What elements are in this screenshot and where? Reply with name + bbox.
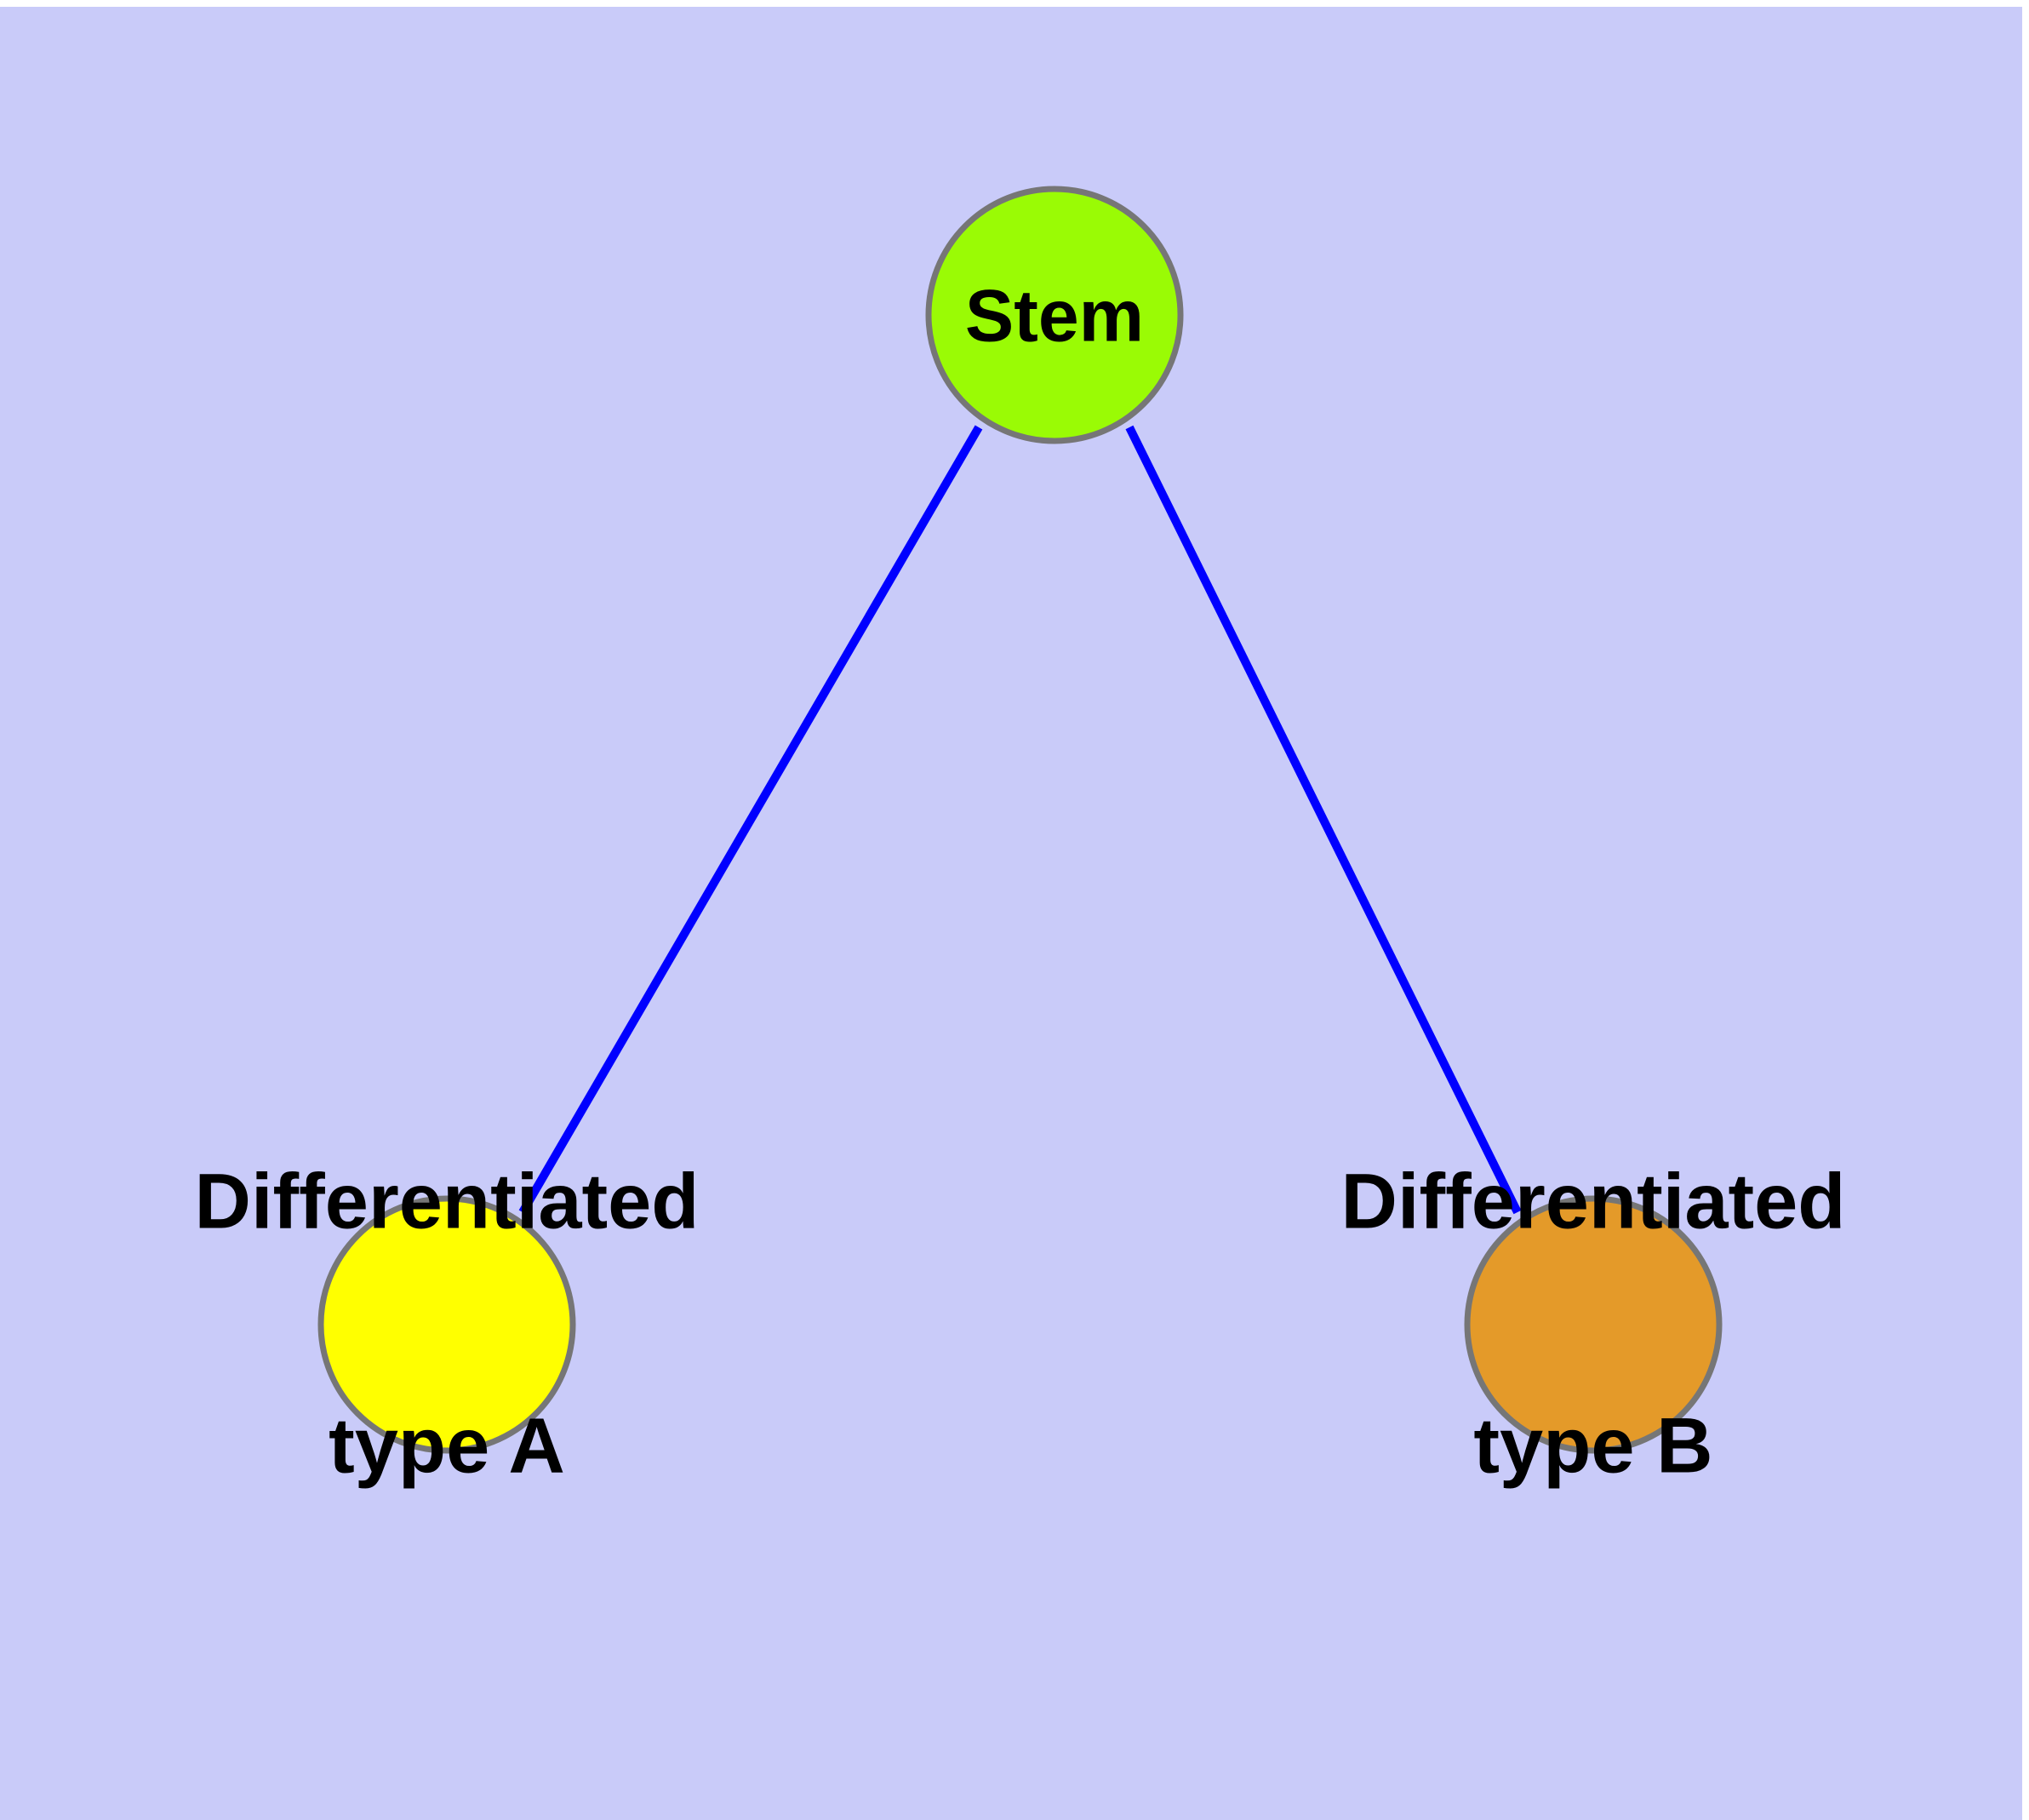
edge-layer xyxy=(518,425,1522,1215)
edge-stem-to-differentiated-type-a xyxy=(518,425,983,1215)
node-circle-differentiated-type-a[interactable] xyxy=(317,1195,576,1454)
edge-stem-to-differentiated-type-b xyxy=(1125,425,1522,1215)
node-circle-stem[interactable] xyxy=(925,186,1184,444)
node-circle-differentiated-type-b[interactable] xyxy=(1464,1195,1723,1454)
node-layer xyxy=(317,186,1723,1454)
